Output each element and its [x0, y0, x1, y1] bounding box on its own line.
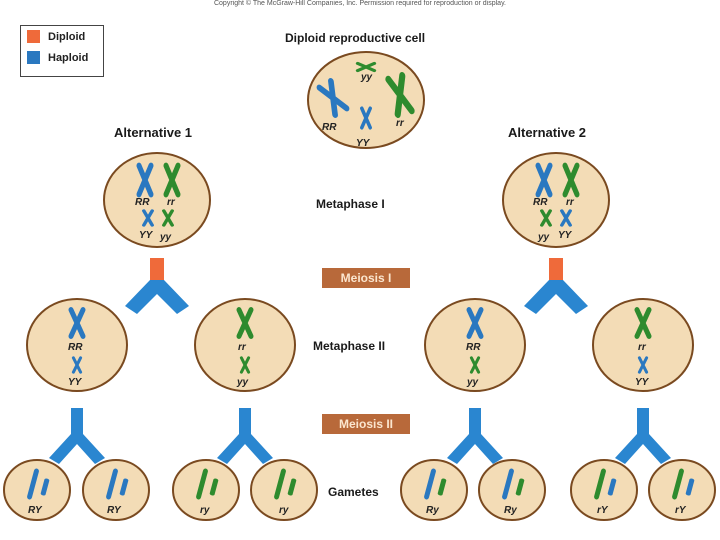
label-yy: yy	[537, 232, 550, 243]
metaphase-2-cell-4: rr YY	[592, 298, 694, 392]
gamete-7: rY	[570, 459, 638, 521]
label-bottom: yy	[466, 377, 479, 388]
gamete-5: Ry	[400, 459, 468, 521]
metaphase-2-label: Metaphase II	[313, 339, 386, 353]
legend-haploid: Haploid	[27, 51, 97, 64]
copyright-notice: Copyright © The McGraw-Hill Companies, I…	[213, 0, 506, 7]
metaphase-2-cell-2: rr yy	[194, 298, 296, 392]
gamete-2: RY	[82, 459, 150, 521]
label-YY: YY	[558, 230, 573, 241]
diagram-title: Diploid reproductive cell	[285, 31, 426, 45]
alternative-1-label: Alternative 1	[114, 125, 193, 140]
label-top: rr	[238, 342, 247, 353]
gamete-4: ry	[250, 459, 318, 521]
gamete-label: RY	[28, 505, 43, 516]
legend-diploid: Diploid	[27, 30, 97, 43]
meiosis-2-box: Meiosis II	[322, 414, 410, 434]
meiosis-1-box: Meiosis I	[322, 268, 410, 288]
label-bottom: YY	[68, 377, 83, 388]
alternative-2-label: Alternative 2	[508, 125, 587, 140]
legend-diploid-label: Diploid	[48, 30, 86, 43]
haploid-swatch	[27, 51, 40, 64]
label-bottom: yy	[236, 377, 249, 388]
label-RR: RR	[322, 122, 337, 133]
meiosis-1-arrow-right	[524, 258, 588, 314]
label-rr: rr	[396, 118, 405, 129]
gamete-3: ry	[172, 459, 240, 521]
label-YY: YY	[139, 230, 154, 241]
diploid-reproductive-cell: yy RR rr YY	[307, 51, 425, 149]
label-top: RR	[466, 342, 481, 353]
label-rr: rr	[167, 197, 176, 208]
metaphase-1-label: Metaphase I	[316, 197, 385, 211]
meiosis-2-arrow-3	[447, 408, 503, 464]
meiosis-2-arrow-1	[49, 408, 105, 464]
gamete-1: RY	[3, 459, 71, 521]
metaphase-2-cell-3: RR yy	[424, 298, 526, 392]
gamete-label: rY	[597, 505, 609, 516]
meiosis-1-arrow-left	[125, 258, 189, 314]
label-top: rr	[638, 342, 647, 353]
label-RR: RR	[533, 197, 548, 208]
label-bottom: YY	[635, 377, 650, 388]
gametes-label: Gametes	[328, 485, 379, 499]
legend-haploid-label: Haploid	[48, 51, 89, 64]
meiosis-2-arrow-4	[615, 408, 671, 464]
alt2-metaphase-1-cell: RR rr yy YY	[502, 152, 610, 248]
label-YY: YY	[356, 138, 371, 149]
label-yy: yy	[360, 72, 373, 83]
gamete-label: rY	[675, 505, 687, 516]
diploid-swatch	[27, 30, 40, 43]
gamete-label: ry	[279, 505, 289, 516]
label-RR: RR	[135, 197, 150, 208]
label-top: RR	[68, 342, 83, 353]
gamete-8: rY	[648, 459, 716, 521]
meiosis-2-arrow-2	[217, 408, 273, 464]
gamete-label: ry	[200, 505, 210, 516]
legend: Diploid Haploid	[20, 25, 104, 77]
gamete-label: RY	[107, 505, 122, 516]
alt1-metaphase-1-cell: RR rr YY yy	[103, 152, 211, 248]
label-yy: yy	[159, 232, 172, 243]
gamete-label: Ry	[426, 505, 439, 516]
gamete-label: Ry	[504, 505, 517, 516]
metaphase-2-cell-1: RR YY	[26, 298, 128, 392]
gamete-6: Ry	[478, 459, 546, 521]
label-rr: rr	[566, 197, 575, 208]
